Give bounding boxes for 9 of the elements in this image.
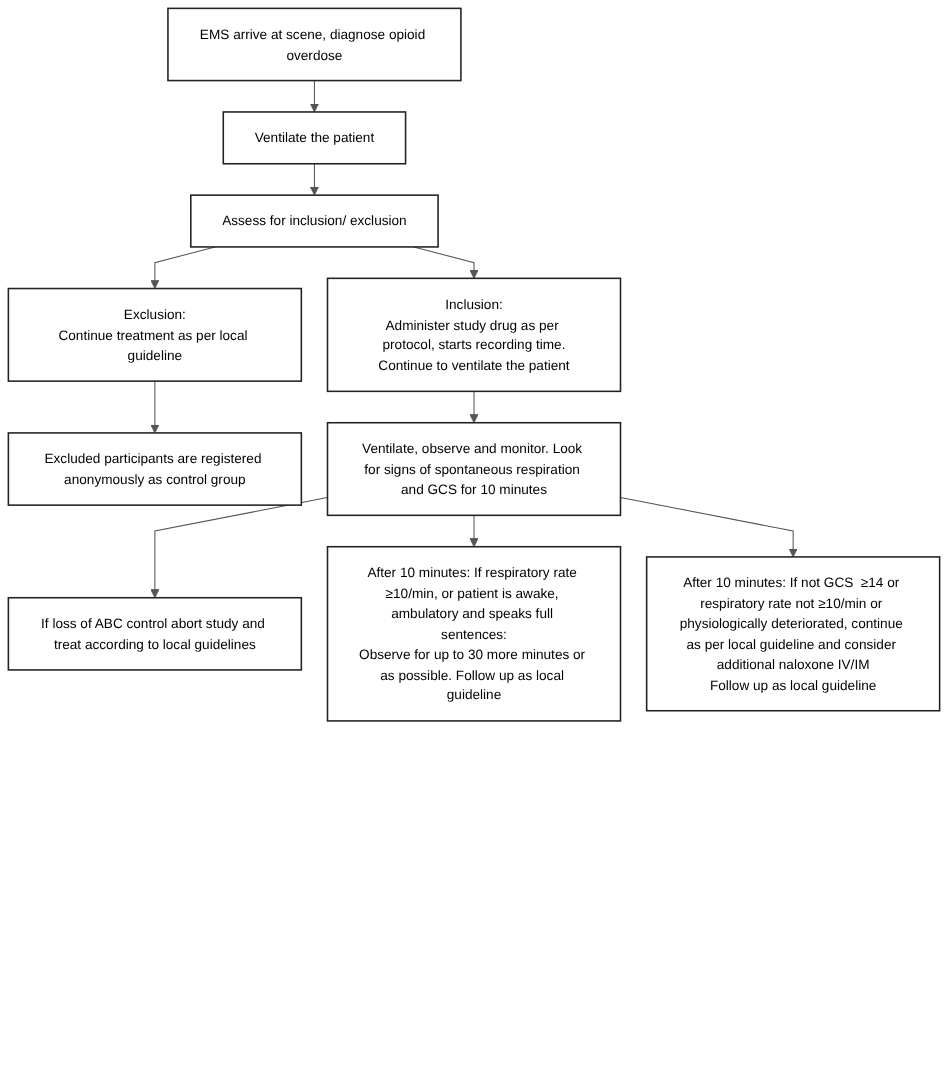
arrow xyxy=(150,496,329,599)
arrow xyxy=(150,246,216,289)
arrow xyxy=(469,390,479,424)
arrow xyxy=(619,496,798,558)
arrow xyxy=(309,80,320,113)
arrow xyxy=(150,380,160,434)
arrow xyxy=(469,514,479,548)
arrow xyxy=(309,163,320,196)
arrow xyxy=(413,246,479,279)
